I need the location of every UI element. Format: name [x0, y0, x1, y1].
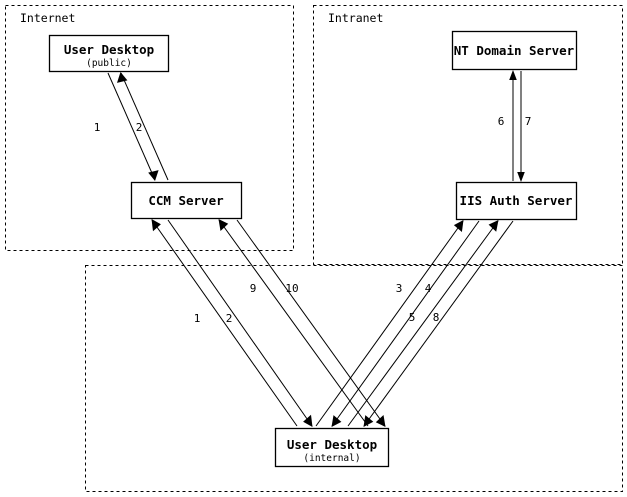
zone-intranet-border	[313, 5, 623, 265]
node-subtitle-user-desktop-public: (public)	[86, 58, 132, 69]
flow-line-2-public	[120, 72, 169, 181]
flow-group-public-ccm	[107, 72, 169, 181]
step-label-1-internal: 1	[194, 312, 201, 325]
node-title-user-desktop-internal: User Desktop	[287, 437, 377, 452]
flow-group-internal-iis-5-8	[347, 220, 514, 427]
node-box-iis-auth-server[interactable]	[455, 181, 578, 221]
node-box-ccm-server[interactable]	[130, 181, 243, 220]
node-user-desktop-internal[interactable]: User Desktop (internal)	[274, 427, 390, 468]
zone-internal-border	[85, 265, 623, 492]
step-label-8: 8	[433, 311, 440, 324]
node-box-nt-domain-server[interactable]	[451, 30, 578, 71]
zone-internet-border	[5, 5, 294, 251]
flow-arrow-2-public	[117, 72, 128, 83]
flow-line-1-internal	[151, 219, 298, 427]
flow-arrow-3	[453, 220, 464, 232]
node-user-desktop-public[interactable]: User Desktop (public)	[48, 34, 170, 73]
flow-arrow-5	[488, 220, 499, 232]
node-iis-auth-server[interactable]: IIS Auth Server	[455, 181, 578, 221]
flow-arrow-7	[517, 172, 525, 182]
step-label-1-public: 1	[94, 121, 101, 134]
node-title-user-desktop-public: User Desktop	[64, 42, 154, 57]
step-label-7: 7	[525, 115, 532, 128]
zone-label-intranet: Intranet	[328, 11, 383, 25]
flow-line-5	[347, 220, 499, 427]
flow-line-3	[315, 220, 464, 427]
step-label-3: 3	[396, 282, 403, 295]
flow-arrow-6	[509, 70, 517, 80]
flow-line-4	[331, 220, 480, 427]
step-label-5: 5	[409, 311, 416, 324]
step-label-4: 4	[425, 282, 432, 295]
step-label-2-public: 2	[136, 121, 143, 134]
step-label-10: 10	[285, 282, 298, 295]
step-label-6: 6	[498, 115, 505, 128]
flow-group-internal-iis-3-4	[315, 220, 480, 427]
step-labels: 1 2 1 2 3 4 5 6 7 8 9 10	[94, 115, 532, 325]
flow-line-2-internal	[167, 219, 313, 427]
node-box-user-desktop-public[interactable]	[48, 34, 170, 73]
node-box-user-desktop-internal[interactable]	[274, 427, 390, 468]
flow-arrow-8	[363, 415, 374, 427]
step-label-9: 9	[250, 282, 257, 295]
flow-arrow-4	[331, 415, 342, 427]
node-title-nt-domain-server: NT Domain Server	[454, 43, 575, 58]
flow-arrow-2-internal	[303, 414, 313, 427]
node-title-iis-auth-server: IIS Auth Server	[460, 193, 573, 208]
node-subtitle-user-desktop-internal: (internal)	[303, 453, 360, 464]
flow-line-8	[363, 220, 514, 427]
flow-line-10	[236, 219, 386, 427]
flow-group-ccm-internal	[151, 219, 313, 427]
zone-label-internet: Internet	[20, 11, 75, 25]
node-title-ccm-server: CCM Server	[148, 193, 224, 208]
flow-line-1-public	[107, 72, 156, 181]
flow-arrow-10	[375, 415, 386, 427]
flow-line-9	[218, 219, 369, 427]
flow-group-ccm-internal-9-10	[218, 219, 386, 427]
flow-arrow-1-internal	[151, 219, 161, 232]
flow-group-iis-nt	[509, 70, 525, 182]
node-ccm-server[interactable]: CCM Server	[130, 181, 243, 220]
node-nt-domain-server[interactable]: NT Domain Server	[451, 30, 578, 71]
flow-arrow-1-public	[148, 170, 159, 181]
flow-arrow-9	[218, 219, 229, 231]
step-label-2-internal: 2	[226, 312, 233, 325]
